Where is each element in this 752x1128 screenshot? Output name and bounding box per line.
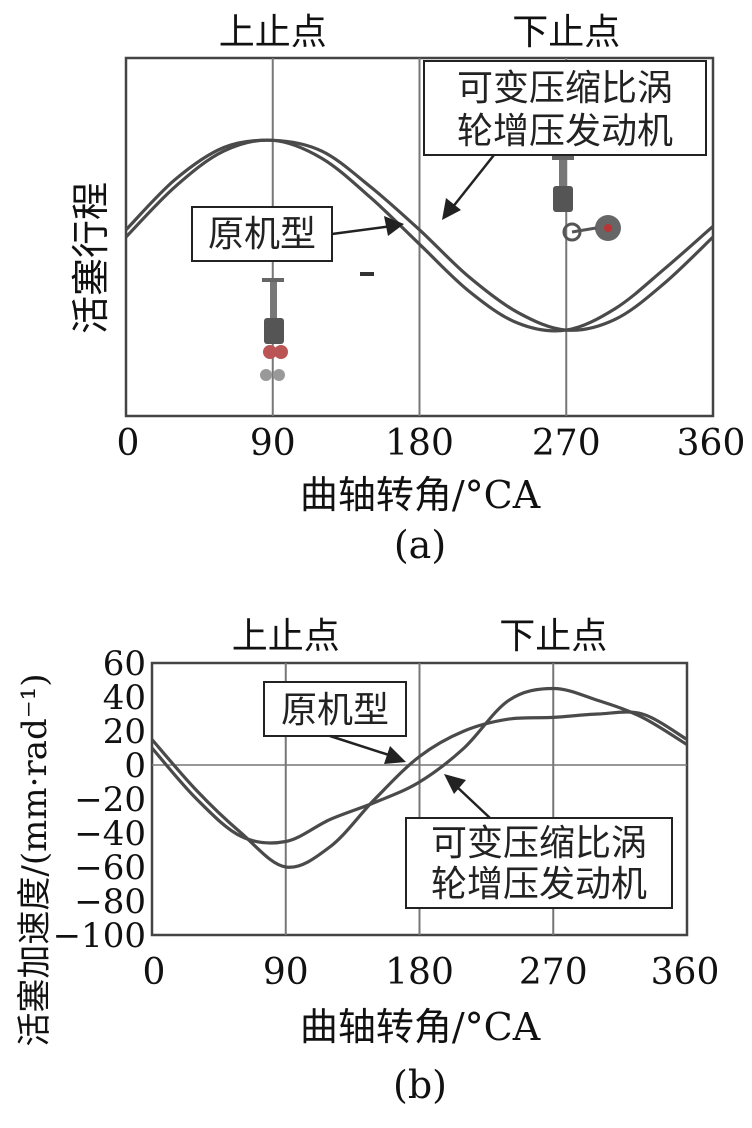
y-tick-label-b-0: 60 <box>103 644 146 684</box>
y-tick-label-b-1: 40 <box>103 678 146 718</box>
panel-label-b: (b) <box>393 1063 447 1107</box>
legend-label-vcr-line2-b: 轮增压发动机 <box>431 864 647 905</box>
y-tick-label-b-2: 20 <box>103 712 146 752</box>
x-tick-label-a-3: 270 <box>532 423 601 464</box>
legend-arrow-original-b <box>329 734 393 758</box>
top-label-b-0: 上止点 <box>232 616 340 657</box>
legend-label-vcr-line2-a: 轮增压发动机 <box>457 111 673 152</box>
x-tick-label-a-0: 0 <box>117 423 140 464</box>
legend-label-original-a: 原机型 <box>208 214 316 255</box>
piston-illustration-bdc <box>552 156 621 242</box>
legend-arrow-original-a <box>331 224 393 236</box>
y-axis-label-a: 活塞行程 <box>69 182 113 334</box>
top-label-a-0: 上止点 <box>219 12 327 53</box>
top-label-b-1: 下止点 <box>499 616 607 657</box>
legend-box-vcr-a <box>423 60 707 156</box>
legend-label-vcr-line1-a: 可变压缩比涡 <box>457 68 673 109</box>
legend-box-original-a <box>191 206 333 262</box>
x-tick-label-b-1: 90 <box>263 952 309 993</box>
legend-label-vcr-line1-b: 可变压缩比涡 <box>431 823 647 864</box>
legend-arrowhead-vcr-a <box>442 198 461 220</box>
series-curves-a <box>124 138 715 333</box>
piston-illustration-tdc <box>260 278 288 381</box>
legend-arrowhead-vcr-b <box>444 774 466 794</box>
legend-arrowhead-original-a <box>384 216 404 236</box>
x-tick-label-b-0: 0 <box>143 952 166 993</box>
small-mark <box>360 272 374 276</box>
y-tick-label-b-6: −60 <box>74 848 146 888</box>
y-tick-label-b-8: −100 <box>53 916 146 956</box>
legend-box-vcr-b <box>405 817 673 909</box>
panel-label-a: (a) <box>394 523 446 567</box>
x-tick-label-a-4: 360 <box>677 423 746 464</box>
y-tick-label-b-3: 0 <box>124 746 146 786</box>
x-tick-label-b-2: 180 <box>385 952 454 993</box>
series-line-b-0 <box>150 710 688 869</box>
legend-label-original-b: 原机型 <box>281 690 389 731</box>
legend-arrow-vcr-a <box>451 154 495 209</box>
top-labels-b: 上止点 下止点 <box>232 616 608 657</box>
x-tick-labels-a: 0 90 180 270 360 <box>117 423 746 464</box>
y-tick-label-b-4: −20 <box>74 780 146 820</box>
top-labels-a: 上止点 下止点 <box>219 12 621 53</box>
legend-box-original-b <box>263 681 407 737</box>
top-label-a-1: 下止点 <box>512 12 620 53</box>
y-axis-label-b: 活塞加速度/(mm·rad⁻¹) <box>15 673 55 1046</box>
y-tick-label-b-5: −40 <box>74 814 146 854</box>
y-tick-label-b-7: −80 <box>74 882 146 922</box>
panel-a: 0 90 180 270 360 上止点 下止点 原机型 可变压缩比涡 轮增压发动机 活塞… <box>69 12 745 567</box>
x-axis-label-b: 曲轴转角/°CA <box>300 1005 541 1049</box>
x-tick-label-b-3: 270 <box>519 952 588 993</box>
x-tick-label-a-1: 90 <box>250 423 296 464</box>
series-line-b-1 <box>150 686 688 845</box>
legend-arrowhead-original-b <box>384 746 406 764</box>
legend-arrow-vcr-b <box>455 785 491 819</box>
series-line-a-0 <box>124 138 715 333</box>
x-tick-labels-b: 0 90 180 270 360 <box>143 952 720 993</box>
x-axis-label-a: 曲轴转角/°CA <box>300 473 541 517</box>
x-tick-label-a-2: 180 <box>385 423 454 464</box>
series-line-a-1 <box>124 138 715 332</box>
series-curves-b <box>150 686 688 869</box>
x-tick-label-b-4: 360 <box>651 952 720 993</box>
